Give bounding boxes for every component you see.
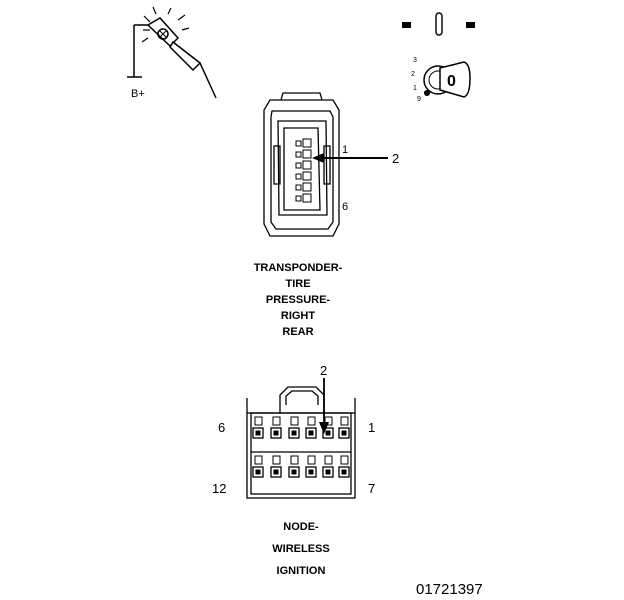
figure-id: 01721397 (416, 581, 483, 598)
ignition-position-3: 3 (413, 57, 417, 64)
pin-cavity (322, 455, 334, 478)
pin-cavity (252, 455, 264, 478)
tire-pressure-connector-cavities (295, 138, 312, 203)
pin-cavity (288, 455, 300, 478)
callout-2-bottom-label: 2 (320, 363, 327, 378)
pin-cavity (270, 455, 282, 478)
caption-line: TIRE (285, 278, 310, 290)
pin-6-bottom-label: 6 (218, 420, 225, 435)
wireless-ignition-caption: NODE- WIRELESS IGNITION (272, 521, 329, 577)
pin-2-callout-arrow (312, 153, 388, 163)
cavity (295, 138, 312, 148)
pin-6-label: 6 (342, 201, 348, 213)
pin-cavity (252, 416, 264, 439)
pin-1-bottom-label: 1 (368, 420, 375, 435)
battery-positive-label: B+ (131, 88, 145, 100)
caption-line: NODE- (283, 521, 319, 533)
cavity (295, 160, 312, 170)
pin-cavity (270, 416, 282, 439)
caption-line: TRANSPONDER- (254, 262, 343, 274)
pin-cavity (338, 455, 350, 478)
pin-cavity (322, 416, 334, 439)
pin-7-label: 7 (368, 481, 375, 496)
callout-2-label: 2 (392, 151, 399, 166)
ignition-position-9: 9 (417, 96, 421, 103)
ignition-position-1: 1 (413, 85, 417, 92)
wireless-ignition-cavities (252, 416, 350, 478)
cavity (295, 193, 312, 203)
pin-cavity (305, 416, 317, 439)
cavity (295, 171, 312, 181)
pin-cavity (305, 455, 317, 478)
cavity (295, 182, 312, 192)
test-light-icon (127, 6, 217, 99)
ignition-switch-icon (402, 12, 475, 98)
tire-pressure-connector (263, 92, 340, 237)
tire-pressure-connector-caption: TRANSPONDER- TIRE PRESSURE- RIGHT REAR (254, 262, 343, 338)
caption-line: IGNITION (277, 565, 326, 577)
pin-12-label: 12 (212, 481, 226, 496)
pin-2-bottom-callout-arrow (319, 378, 329, 434)
cavity (295, 149, 312, 159)
caption-line: REAR (282, 326, 313, 338)
caption-line: RIGHT (281, 310, 316, 322)
ignition-key-label: 0 (447, 73, 456, 90)
caption-line: PRESSURE- (266, 294, 331, 306)
wireless-ignition-connector (246, 386, 356, 499)
pin-1-label: 1 (342, 144, 348, 156)
pin-cavity (288, 416, 300, 439)
ignition-position-2: 2 (411, 71, 415, 78)
caption-line: WIRELESS (272, 543, 329, 555)
pin-cavity (338, 416, 350, 439)
